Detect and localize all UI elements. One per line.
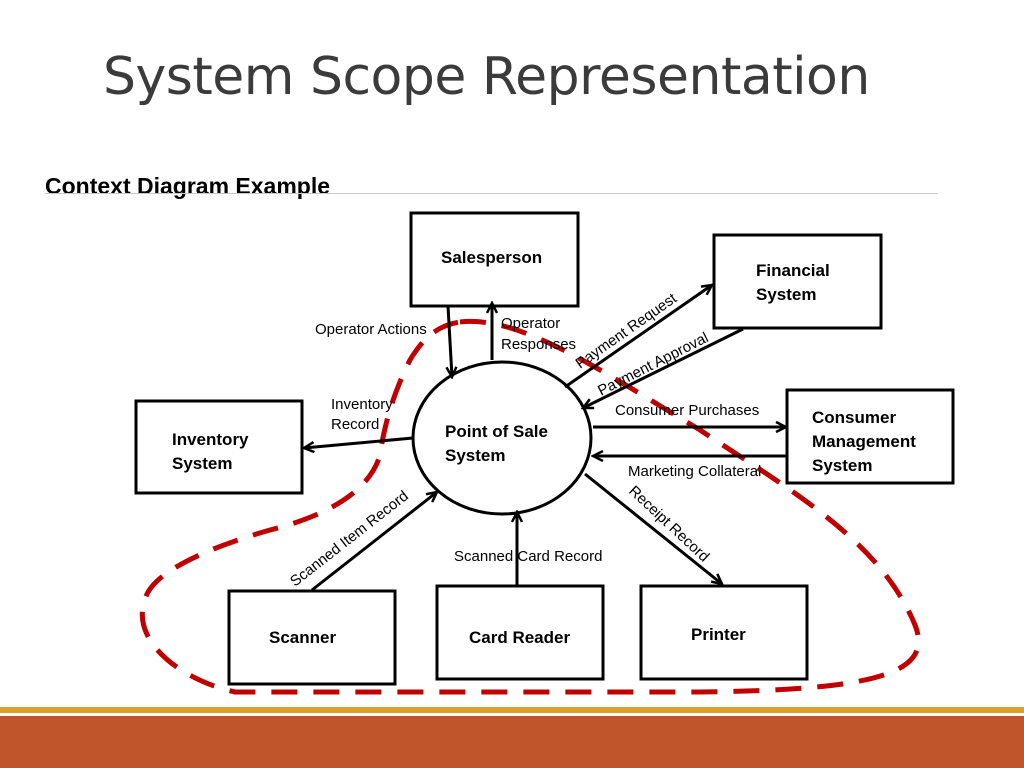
- entity-salesperson-label: Salesperson: [441, 248, 542, 267]
- flow-label-scanned-item-record: Scanned Item Record: [287, 487, 412, 590]
- entity-scanner: Scanner: [227, 589, 397, 686]
- flow-arrow-inventory-record: [304, 436, 414, 448]
- flow-label-scanned-card-record: Scanned Card Record: [454, 548, 602, 565]
- entity-card-reader: Card Reader: [435, 584, 605, 681]
- entity-inventory-line-1: Inventory: [172, 430, 249, 449]
- flow-label-scanned-item-record-line: Scanned Item Record: [287, 487, 412, 590]
- flow-arrow-scanned-item-record: [311, 492, 437, 592]
- entity-printer: Printer: [639, 584, 809, 681]
- entity-scanner-label: Scanner: [269, 628, 336, 647]
- entity-salesperson: Salesperson: [409, 211, 580, 308]
- entity-consumer-line-3: System: [812, 456, 872, 475]
- entity-financial-line-2: System: [756, 285, 816, 304]
- entity-salesperson-label-line: Salesperson: [441, 248, 542, 267]
- flow-label-receipt-record: Receipt Record: [625, 482, 712, 565]
- flow-label-operator-responses-line-2: Responses: [501, 336, 576, 353]
- flow-label-operator-actions: Operator Actions: [315, 321, 427, 338]
- data-flows: [304, 285, 786, 592]
- flow-label-marketing-collateral-line: Marketing Collateral: [628, 463, 761, 480]
- entity-consumer-management-label: Consumer Management System: [812, 408, 921, 475]
- entity-inventory-system-label: Inventory System: [172, 430, 253, 473]
- process-point-of-sale: Point of Sale System: [411, 360, 593, 516]
- process-point-of-sale-label: Point of Sale System: [445, 422, 553, 465]
- footer-band: [0, 716, 1024, 768]
- flow-label-consumer-purchases-line: Consumer Purchases: [615, 402, 759, 419]
- flow-label-operator-actions-line: Operator Actions: [315, 321, 427, 338]
- subtitle-divider: [45, 193, 938, 194]
- process-line-1: Point of Sale: [445, 422, 548, 441]
- flow-label-inventory-record-line-2: Record: [331, 416, 379, 433]
- slide-subtitle: Context Diagram Example: [45, 173, 331, 199]
- flow-arrow-payment-request: [564, 285, 712, 389]
- flow-label-marketing-collateral: Marketing Collateral: [628, 463, 761, 480]
- entity-financial-line-1: Financial: [756, 261, 830, 280]
- process-line-2: System: [445, 446, 505, 465]
- slide-title: System Scope Representation: [103, 47, 870, 107]
- entity-card-reader-label: Card Reader: [469, 628, 570, 647]
- flow-label-inventory-record-line-1: Inventory: [331, 396, 393, 413]
- flow-label-consumer-purchases: Consumer Purchases: [615, 402, 759, 419]
- flow-label-scanned-card-record-line: Scanned Card Record: [454, 548, 602, 565]
- flow-label-operator-responses: Operator Responses: [501, 315, 576, 353]
- entity-inventory-system: Inventory System: [134, 399, 304, 495]
- flow-label-operator-responses-line-1: Operator: [501, 315, 560, 332]
- entity-scanner-label-line: Scanner: [269, 628, 336, 647]
- entity-consumer-line-2: Management: [812, 432, 916, 451]
- flow-arrow-payment-approval: [583, 327, 744, 410]
- entity-printer-label-line: Printer: [691, 625, 746, 644]
- entity-consumer-line-1: Consumer: [812, 408, 896, 427]
- flow-label-receipt-record-line: Receipt Record: [625, 482, 712, 565]
- flow-arrow-receipt-record: [584, 472, 722, 584]
- entity-card-reader-label-line: Card Reader: [469, 628, 570, 647]
- footer-accent-line: [0, 707, 1024, 713]
- entity-printer-label: Printer: [691, 625, 746, 644]
- entity-financial-system: Financial System: [712, 233, 883, 330]
- entity-financial-system-label: Financial System: [756, 261, 834, 304]
- flow-label-inventory-record: Inventory Record: [331, 396, 397, 433]
- entity-inventory-line-2: System: [172, 454, 232, 473]
- entity-consumer-management-system: Consumer Management System: [785, 388, 955, 485]
- flow-arrow-operator-actions: [448, 305, 452, 377]
